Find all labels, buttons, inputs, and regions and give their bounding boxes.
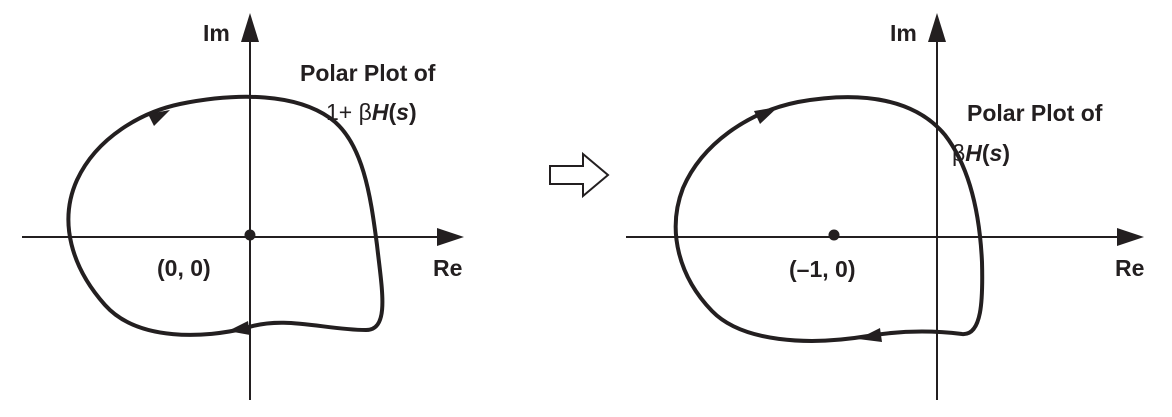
right-real-axis-arrowhead xyxy=(1117,228,1144,246)
left-re-label: Re xyxy=(433,255,462,281)
right-plot-title-line2: βH(s) xyxy=(952,140,1010,166)
left-origin-label: (0, 0) xyxy=(157,255,211,281)
left-polar-curve xyxy=(66,94,385,337)
right-minus-one-point xyxy=(828,229,840,241)
left-polar-plot: Im Re (0, 0) Polar Plot of 1+ βH(s) xyxy=(22,13,464,400)
left-im-label: Im xyxy=(203,20,230,46)
left-imag-axis-arrowhead xyxy=(241,13,259,42)
left-curve-direction-arrow-bottom xyxy=(228,321,250,335)
right-plot-title-line1: Polar Plot of xyxy=(967,100,1103,126)
left-real-axis-arrowhead xyxy=(437,228,464,246)
right-curve-direction-arrow-bottom xyxy=(858,328,882,342)
right-point-label: (–1, 0) xyxy=(789,256,855,282)
right-imag-axis-arrowhead xyxy=(928,13,946,42)
left-origin-point xyxy=(244,229,256,241)
left-plot-title-line2: 1+ βH(s) xyxy=(326,99,417,125)
right-re-label: Re xyxy=(1115,255,1144,281)
left-curve-direction-arrow-top xyxy=(148,110,170,126)
left-plot-title-line1: Polar Plot of xyxy=(300,60,436,86)
right-polar-curve xyxy=(673,95,985,343)
hollow-right-arrow-icon xyxy=(549,151,610,199)
right-im-label: Im xyxy=(890,20,917,46)
right-curve-direction-arrow-top xyxy=(754,107,778,124)
right-polar-plot: Im Re (–1, 0) Polar Plot of βH(s) xyxy=(626,13,1144,400)
